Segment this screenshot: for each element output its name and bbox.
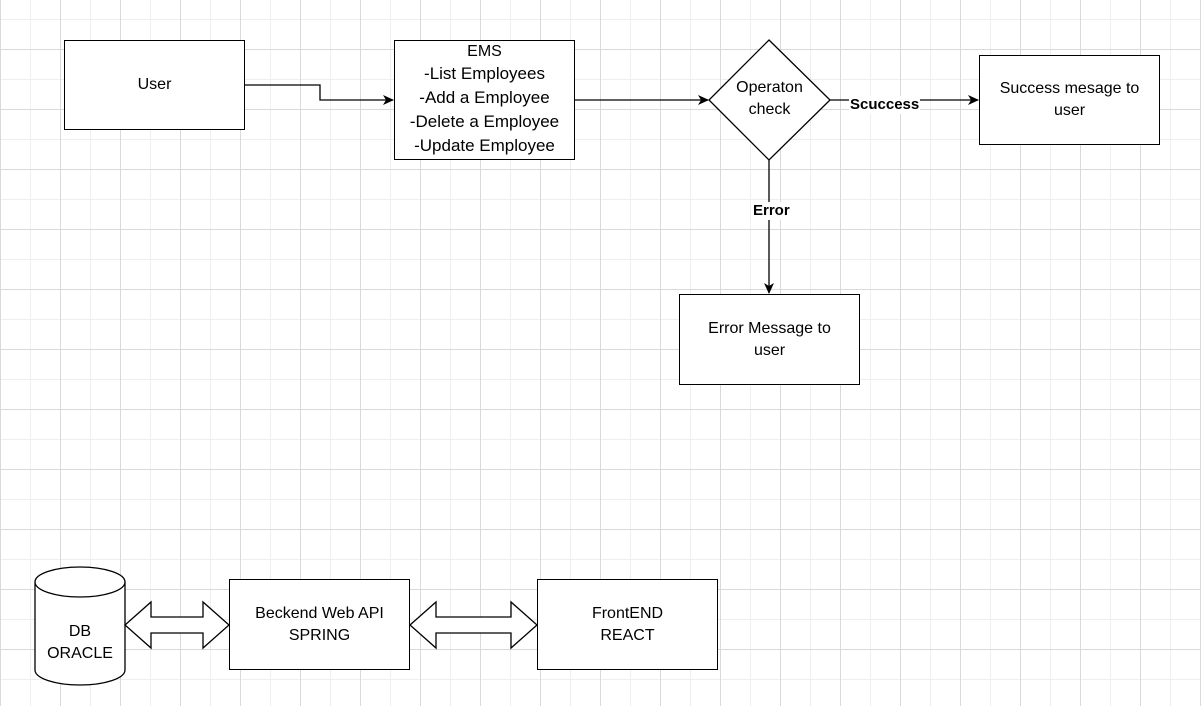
connector-user-to-ems: [245, 84, 394, 105]
success-message-line: Success mesage to: [999, 80, 1140, 97]
frontend-label-line: FrontEND: [591, 604, 664, 622]
decision-label-line: Operaton: [736, 79, 803, 96]
success-message-line: user: [1053, 102, 1086, 119]
error-message-line: Error Message to: [708, 319, 831, 337]
frontend-box[interactable]: FrontEND REACT: [537, 579, 718, 670]
backend-box[interactable]: Beckend Web API SPRING: [229, 579, 410, 670]
decision-label-line: check: [748, 101, 791, 118]
double-arrow-backend-frontend: [409, 600, 538, 650]
ems-item: -List Employees: [424, 64, 545, 83]
db-label-line: DB: [68, 623, 92, 640]
ems-item: -Update Employee: [414, 136, 555, 155]
error-edge-label: Error: [752, 202, 791, 220]
ems-box[interactable]: EMS -List Employees -Add a Employee -Del…: [394, 40, 575, 160]
success-message-box[interactable]: Success mesage to user: [979, 55, 1160, 145]
db-cylinder[interactable]: [34, 566, 126, 686]
frontend-label-line: REACT: [600, 626, 655, 644]
backend-label-line: SPRING: [288, 626, 351, 644]
ems-title: EMS: [467, 43, 502, 60]
db-label-line: ORACLE: [47, 645, 113, 662]
ems-item: -Add a Employee: [419, 88, 550, 107]
error-message-box[interactable]: Error Message to user: [679, 294, 860, 385]
decision-diamond[interactable]: [708, 39, 831, 161]
ems-item: -Delete a Employee: [409, 112, 560, 131]
user-box[interactable]: User: [64, 40, 245, 130]
error-message-line: user: [753, 341, 786, 359]
success-edge-label: Scuccess: [849, 96, 921, 114]
backend-label-line: Beckend Web API: [255, 604, 384, 622]
user-label: User: [137, 76, 172, 93]
double-arrow-db-backend: [124, 600, 230, 650]
db-label: DB ORACLE: [35, 621, 125, 665]
decision-label: Operaton check: [709, 77, 830, 121]
